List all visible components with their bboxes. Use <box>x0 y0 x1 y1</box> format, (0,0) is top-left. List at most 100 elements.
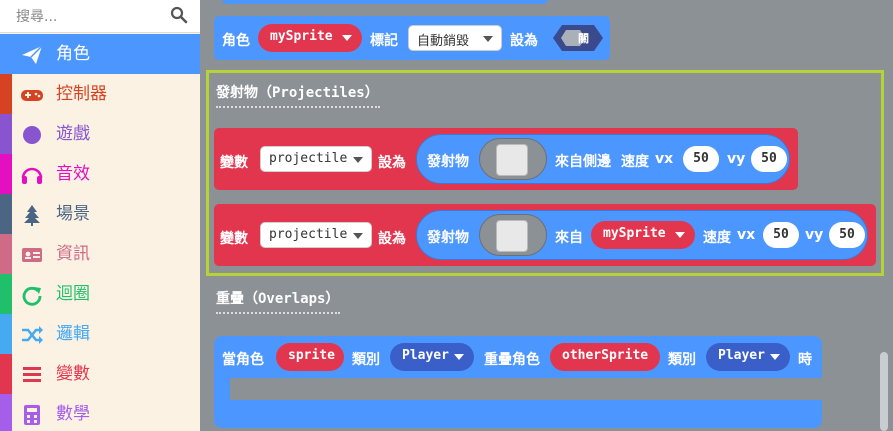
toggle-hex[interactable] <box>552 24 604 52</box>
chevron-down-icon <box>353 157 363 163</box>
image-picker[interactable] <box>479 138 547 180</box>
category-label: 控制器 <box>56 84 107 104</box>
block-keyword: vy <box>805 227 824 243</box>
category-stripe <box>0 274 12 314</box>
toggle-label: 關 <box>578 32 589 45</box>
block-keyword: 發射物 <box>427 154 469 170</box>
block-keyword: 標記 <box>370 33 398 49</box>
chevron-down-icon <box>454 354 464 360</box>
block-keyword: 發射物 <box>427 230 469 246</box>
category-info[interactable]: 資訊 <box>0 234 200 274</box>
vy-input[interactable]: 50 <box>751 146 787 172</box>
sprite-dropdown[interactable]: mySprite <box>591 221 695 249</box>
dropdown-value: mySprite <box>270 29 333 44</box>
vy-input[interactable]: 50 <box>829 222 865 248</box>
category-scene[interactable]: 場景 <box>0 194 200 234</box>
projectile-reporter[interactable]: 發射物 來自 mySprite 速度 vx 50 vy 50 <box>416 210 868 260</box>
category-variables[interactable]: 變數 <box>0 354 200 394</box>
heading-underline <box>216 312 340 314</box>
category-sprites[interactable]: 角色 <box>0 34 200 74</box>
block-keyword: 時 <box>798 352 812 368</box>
block-keyword: 變數 <box>220 155 248 171</box>
projectile-reporter[interactable]: 發射物 來自側邊 速度 vx 50 vy 50 <box>416 134 790 184</box>
chevron-down-icon <box>342 35 352 41</box>
chevron-down-icon <box>353 233 363 239</box>
block-keyword: 類別 <box>352 352 380 368</box>
dropdown-value: 自動銷毀 <box>417 34 470 49</box>
category-label: 場景 <box>56 204 90 224</box>
block-projectile-from-side[interactable]: 變數 projectile 設為 發射物 來自側邊 速度 vx 50 vy 50 <box>214 128 798 190</box>
block-keyword: vy <box>727 151 746 167</box>
category-controller[interactable]: 控制器 <box>0 74 200 114</box>
section-heading-projectiles: 發射物（Projectiles） <box>216 85 379 101</box>
block-on-overlap[interactable]: 當角色 sprite 類別 Player 重疊角色 otherSprite 類別… <box>214 336 822 378</box>
block-keyword: 設為 <box>510 33 538 49</box>
workspace[interactable]: 角色 mySprite 標記 自動銷毀 設為 關 發射物（Projectiles… <box>200 0 893 431</box>
category-stripe <box>0 194 12 234</box>
param-value: sprite <box>288 348 335 363</box>
category-label: 迴圈 <box>56 284 90 304</box>
sprite-param[interactable]: sprite <box>276 343 344 371</box>
category-label: 數學 <box>56 404 90 424</box>
block-keyword: 設為 <box>378 155 406 171</box>
block-partial[interactable] <box>222 0 548 4</box>
heading-underline <box>216 106 380 108</box>
category-math[interactable]: 數學 <box>0 394 200 431</box>
vx-input[interactable]: 50 <box>683 146 719 172</box>
search-bar <box>0 0 200 33</box>
kind-dropdown[interactable]: Player <box>390 343 474 371</box>
chevron-down-icon <box>770 354 780 360</box>
block-keyword: 速度 <box>703 230 731 246</box>
variable-dropdown[interactable]: projectile <box>260 222 372 248</box>
sprite-dropdown[interactable]: mySprite <box>258 24 362 52</box>
category-stripe <box>0 314 12 354</box>
block-set-flag[interactable]: 角色 mySprite 標記 自動銷毀 設為 關 <box>214 16 610 60</box>
image-picker[interactable] <box>479 214 547 256</box>
category-stripe <box>0 114 12 154</box>
image-thumbnail <box>496 144 528 176</box>
circle-icon <box>23 126 41 144</box>
block-keyword: vx <box>737 227 756 243</box>
search-input[interactable] <box>14 6 168 28</box>
section-heading-overlaps: 重疊（Overlaps） <box>216 291 340 307</box>
block-keyword: vx <box>655 151 674 167</box>
calculator-icon <box>24 405 40 425</box>
vx-input[interactable]: 50 <box>763 222 799 248</box>
category-stripe <box>0 74 12 114</box>
category-label: 遊戲 <box>56 124 90 144</box>
gamepad-icon <box>21 90 43 101</box>
search-icon[interactable] <box>170 6 188 24</box>
block-keyword: 重疊角色 <box>484 352 540 368</box>
block-keyword: 當角色 <box>222 352 264 368</box>
list-icon <box>23 367 41 382</box>
param-value: otherSprite <box>562 348 649 363</box>
loop-icon <box>22 286 42 306</box>
category-game[interactable]: 遊戲 <box>0 114 200 154</box>
category-logic[interactable]: 邏輯 <box>0 314 200 354</box>
variable-dropdown[interactable]: projectile <box>260 146 372 172</box>
block-keyword: 角色 <box>222 33 250 49</box>
flag-dropdown[interactable]: 自動銷毀 <box>408 25 502 51</box>
category-music[interactable]: 音效 <box>0 154 200 194</box>
category-label: 變數 <box>56 364 90 384</box>
block-keyword: 設為 <box>378 231 406 247</box>
chevron-down-icon <box>483 36 493 42</box>
headphones-icon <box>21 167 43 184</box>
category-label: 角色 <box>56 44 90 64</box>
other-sprite-param[interactable]: otherSprite <box>550 343 660 371</box>
category-stripe <box>0 234 12 274</box>
dropdown-value: projectile <box>269 151 348 166</box>
paper-plane-icon <box>22 45 43 64</box>
category-stripe <box>0 394 12 431</box>
shuffle-icon <box>22 326 43 344</box>
block-projectile-from-sprite[interactable]: 變數 projectile 設為 發射物 來自 mySprite 速度 vx 5… <box>214 204 876 266</box>
kind-dropdown[interactable]: Player <box>706 343 790 371</box>
dropdown-value: mySprite <box>603 226 666 241</box>
toolbox: 角色 控制器 遊戲 音效 場景 資訊 迴圈 邏輯 變數 <box>0 0 200 431</box>
dropdown-value: Player <box>402 348 449 363</box>
dropdown-value: projectile <box>269 227 348 242</box>
category-stripe <box>0 354 12 394</box>
tree-icon <box>24 205 40 226</box>
category-loops[interactable]: 迴圈 <box>0 274 200 314</box>
vertical-scrollbar[interactable] <box>880 352 888 431</box>
